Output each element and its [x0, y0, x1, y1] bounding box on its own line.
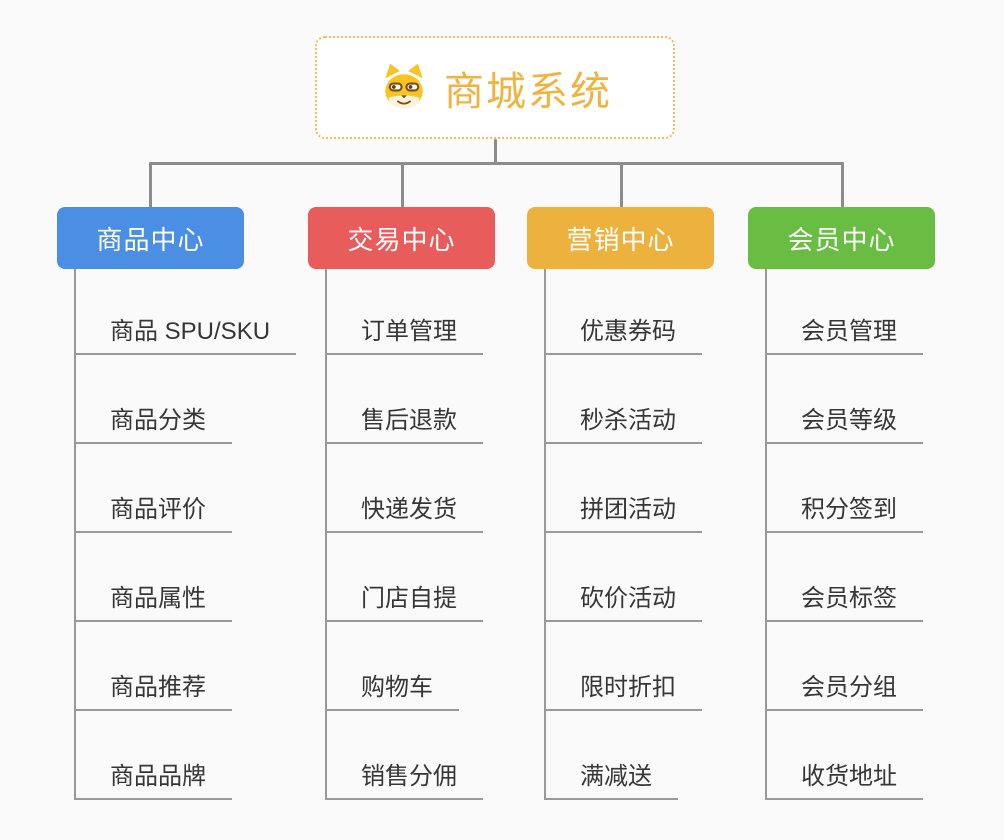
root-node[interactable]: 商城系统: [315, 36, 675, 139]
branch-label: 交易中心: [347, 224, 456, 255]
leaf-node[interactable]: 会员等级: [767, 355, 923, 444]
leaf-node[interactable]: 拼团活动: [546, 444, 702, 533]
branch-label: 会员中心: [787, 224, 896, 255]
branch-node-trade[interactable]: 交易中心: [308, 207, 495, 269]
leaf-node[interactable]: 砍价活动: [546, 533, 702, 622]
connector-drop-product: [149, 162, 152, 208]
leaf-node[interactable]: 订单管理: [327, 269, 483, 355]
connector-root-stub: [494, 139, 497, 163]
connector-drop-trade: [401, 162, 404, 208]
leaf-list-member: 会员管理 会员等级 积分签到 会员标签 会员分组 收货地址: [765, 269, 935, 800]
branch-column-product: 商品中心 商品 SPU/SKU 商品分类 商品评价 商品属性 商品推荐 商品品牌: [57, 207, 297, 800]
branch-label: 营销中心: [566, 224, 675, 255]
branch-node-product[interactable]: 商品中心: [57, 207, 244, 269]
branch-column-marketing: 营销中心 优惠券码 秒杀活动 拼团活动 砍价活动 限时折扣 满减送: [527, 207, 714, 800]
connector-drop-member: [841, 162, 844, 208]
leaf-node[interactable]: 商品评价: [76, 444, 232, 533]
leaf-node[interactable]: 售后退款: [327, 355, 483, 444]
leaf-node[interactable]: 限时折扣: [546, 622, 702, 711]
leaf-node[interactable]: 门店自提: [327, 533, 483, 622]
leaf-node[interactable]: 会员分组: [767, 622, 923, 711]
leaf-node[interactable]: 商品推荐: [76, 622, 232, 711]
leaf-node[interactable]: 商品 SPU/SKU: [76, 269, 297, 355]
leaf-list-product: 商品 SPU/SKU 商品分类 商品评价 商品属性 商品推荐 商品品牌: [74, 269, 297, 800]
leaf-node[interactable]: 秒杀活动: [546, 355, 702, 444]
leaf-node[interactable]: 快递发货: [327, 444, 483, 533]
branch-node-marketing[interactable]: 营销中心: [527, 207, 714, 269]
branch-column-trade: 交易中心 订单管理 售后退款 快递发货 门店自提 购物车 销售分佣: [308, 207, 495, 800]
connector-bus: [149, 162, 844, 165]
leaf-node[interactable]: 商品分类: [76, 355, 232, 444]
leaf-list-trade: 订单管理 售后退款 快递发货 门店自提 购物车 销售分佣: [325, 269, 495, 800]
leaf-node[interactable]: 销售分佣: [327, 711, 483, 800]
leaf-node[interactable]: 购物车: [327, 622, 459, 711]
branch-label: 商品中心: [96, 224, 205, 255]
branch-column-member: 会员中心 会员管理 会员等级 积分签到 会员标签 会员分组 收货地址: [748, 207, 935, 800]
root-title: 商城系统: [444, 69, 612, 114]
leaf-node[interactable]: 积分签到: [767, 444, 923, 533]
leaf-node[interactable]: 满减送: [546, 711, 678, 800]
leaf-node[interactable]: 收货地址: [767, 711, 923, 800]
branch-node-member[interactable]: 会员中心: [748, 207, 935, 269]
dog-icon: [378, 62, 430, 114]
leaf-node[interactable]: 会员管理: [767, 269, 923, 355]
leaf-list-marketing: 优惠券码 秒杀活动 拼团活动 砍价活动 限时折扣 满减送: [544, 269, 714, 800]
connector-drop-marketing: [620, 162, 623, 208]
leaf-node[interactable]: 商品品牌: [76, 711, 232, 800]
leaf-node[interactable]: 优惠券码: [546, 269, 702, 355]
leaf-node[interactable]: 会员标签: [767, 533, 923, 622]
leaf-node[interactable]: 商品属性: [76, 533, 232, 622]
